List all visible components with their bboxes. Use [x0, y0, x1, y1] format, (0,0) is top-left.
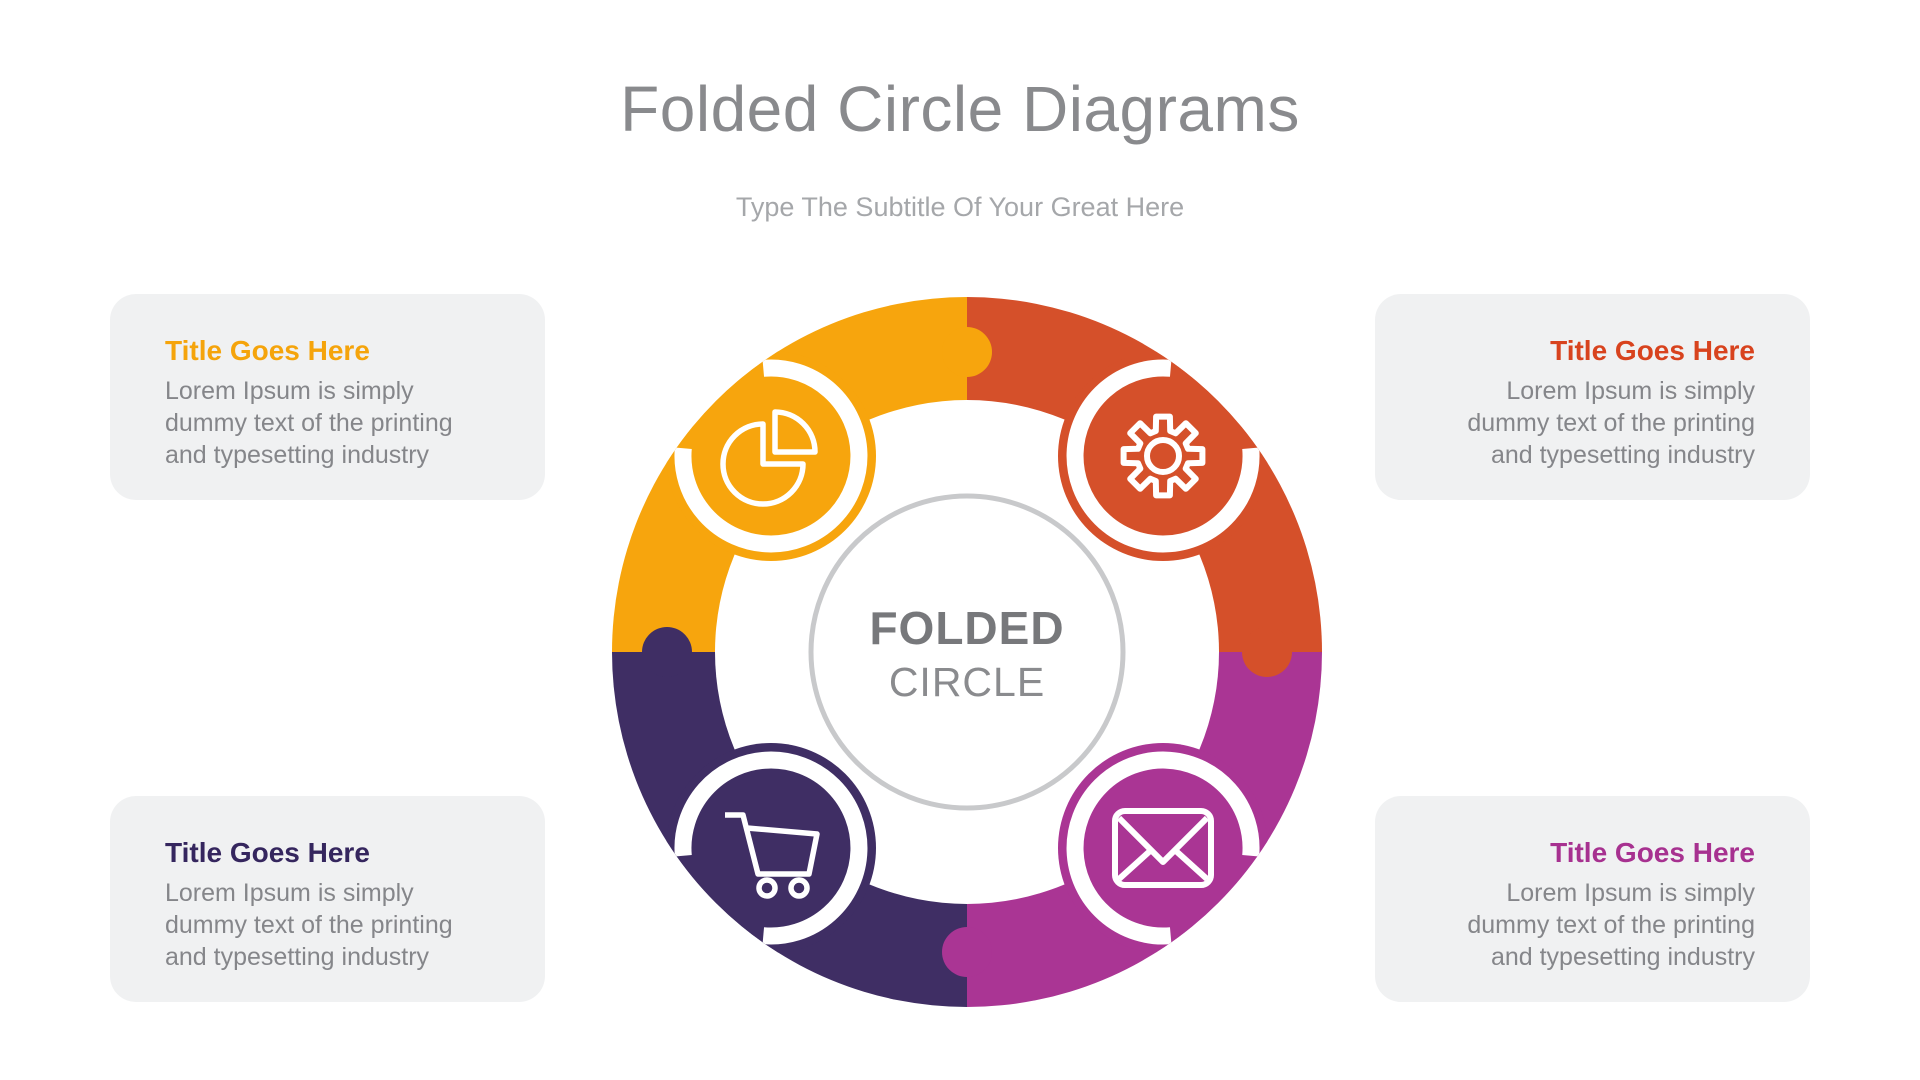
puzzle-bump-left [642, 627, 692, 677]
envelope-icon [1112, 808, 1214, 888]
callout-body-line: Lorem Ipsum is simply [165, 879, 414, 907]
callout-body-line: dummy text of the printing [165, 409, 453, 437]
center-label-circle: CIRCLE [889, 659, 1045, 705]
callout-title: Title Goes Here [1550, 837, 1755, 868]
callout-body-line: and typesetting industry [1490, 943, 1755, 971]
callout-body-line: and typesetting industry [165, 441, 430, 469]
puzzle-bump-right [1242, 627, 1292, 677]
callout-title: Title Goes Here [1550, 335, 1755, 366]
callout-body: Lorem Ipsum is simply dummy text of the … [165, 375, 505, 471]
icon-ring-bottom-left [674, 751, 868, 945]
callout-body-line: Lorem Ipsum is simply [1506, 377, 1755, 405]
callout-body-line: dummy text of the printing [165, 911, 453, 939]
folded-circle-diagram: FOLDED CIRCLE [612, 297, 1322, 1007]
callout-body: Lorem Ipsum is simply dummy text of the … [1415, 375, 1755, 471]
center-circle [808, 493, 1126, 811]
page-title: Folded Circle Diagrams [620, 73, 1300, 145]
shopping-cart-icon [725, 812, 820, 899]
callout-bottom-right: Title Goes Here Lorem Ipsum is simply du… [1375, 796, 1810, 1002]
callout-body-line: dummy text of the printing [1467, 409, 1755, 437]
callout-top-left: Title Goes Here Lorem Ipsum is simply du… [110, 294, 545, 500]
callout-bottom-left: Title Goes Here Lorem Ipsum is simply du… [110, 796, 545, 1002]
icon-ring-top-right [1066, 359, 1260, 553]
center-label-folded: FOLDED [869, 602, 1064, 654]
callout-title: Title Goes Here [165, 335, 370, 366]
gear-icon [1120, 413, 1206, 499]
pie-chart-icon [720, 409, 818, 507]
callout-body-line: dummy text of the printing [1467, 911, 1755, 939]
callout-body-line: and typesetting industry [165, 943, 430, 971]
callout-body-line: and typesetting industry [1490, 441, 1755, 469]
icon-disc-bottom-right [1058, 743, 1268, 953]
icon-disc-top-right [1058, 351, 1268, 561]
icon-disc-top-left [666, 351, 876, 561]
callout-body-line: Lorem Ipsum is simply [1506, 879, 1755, 907]
callout-top-right: Title Goes Here Lorem Ipsum is simply du… [1375, 294, 1810, 500]
callout-body-line: Lorem Ipsum is simply [165, 377, 414, 405]
icon-ring-top-left [674, 359, 868, 553]
puzzle-bump-bottom [942, 927, 992, 977]
page-subtitle: Type The Subtitle Of Your Great Here [735, 192, 1185, 222]
callout-title: Title Goes Here [165, 837, 370, 868]
callout-body: Lorem Ipsum is simply dummy text of the … [165, 877, 505, 973]
icon-ring-bottom-right [1066, 751, 1260, 945]
puzzle-bump-top [942, 327, 992, 377]
icon-disc-bottom-left [666, 743, 876, 953]
callout-body: Lorem Ipsum is simply dummy text of the … [1415, 877, 1755, 973]
